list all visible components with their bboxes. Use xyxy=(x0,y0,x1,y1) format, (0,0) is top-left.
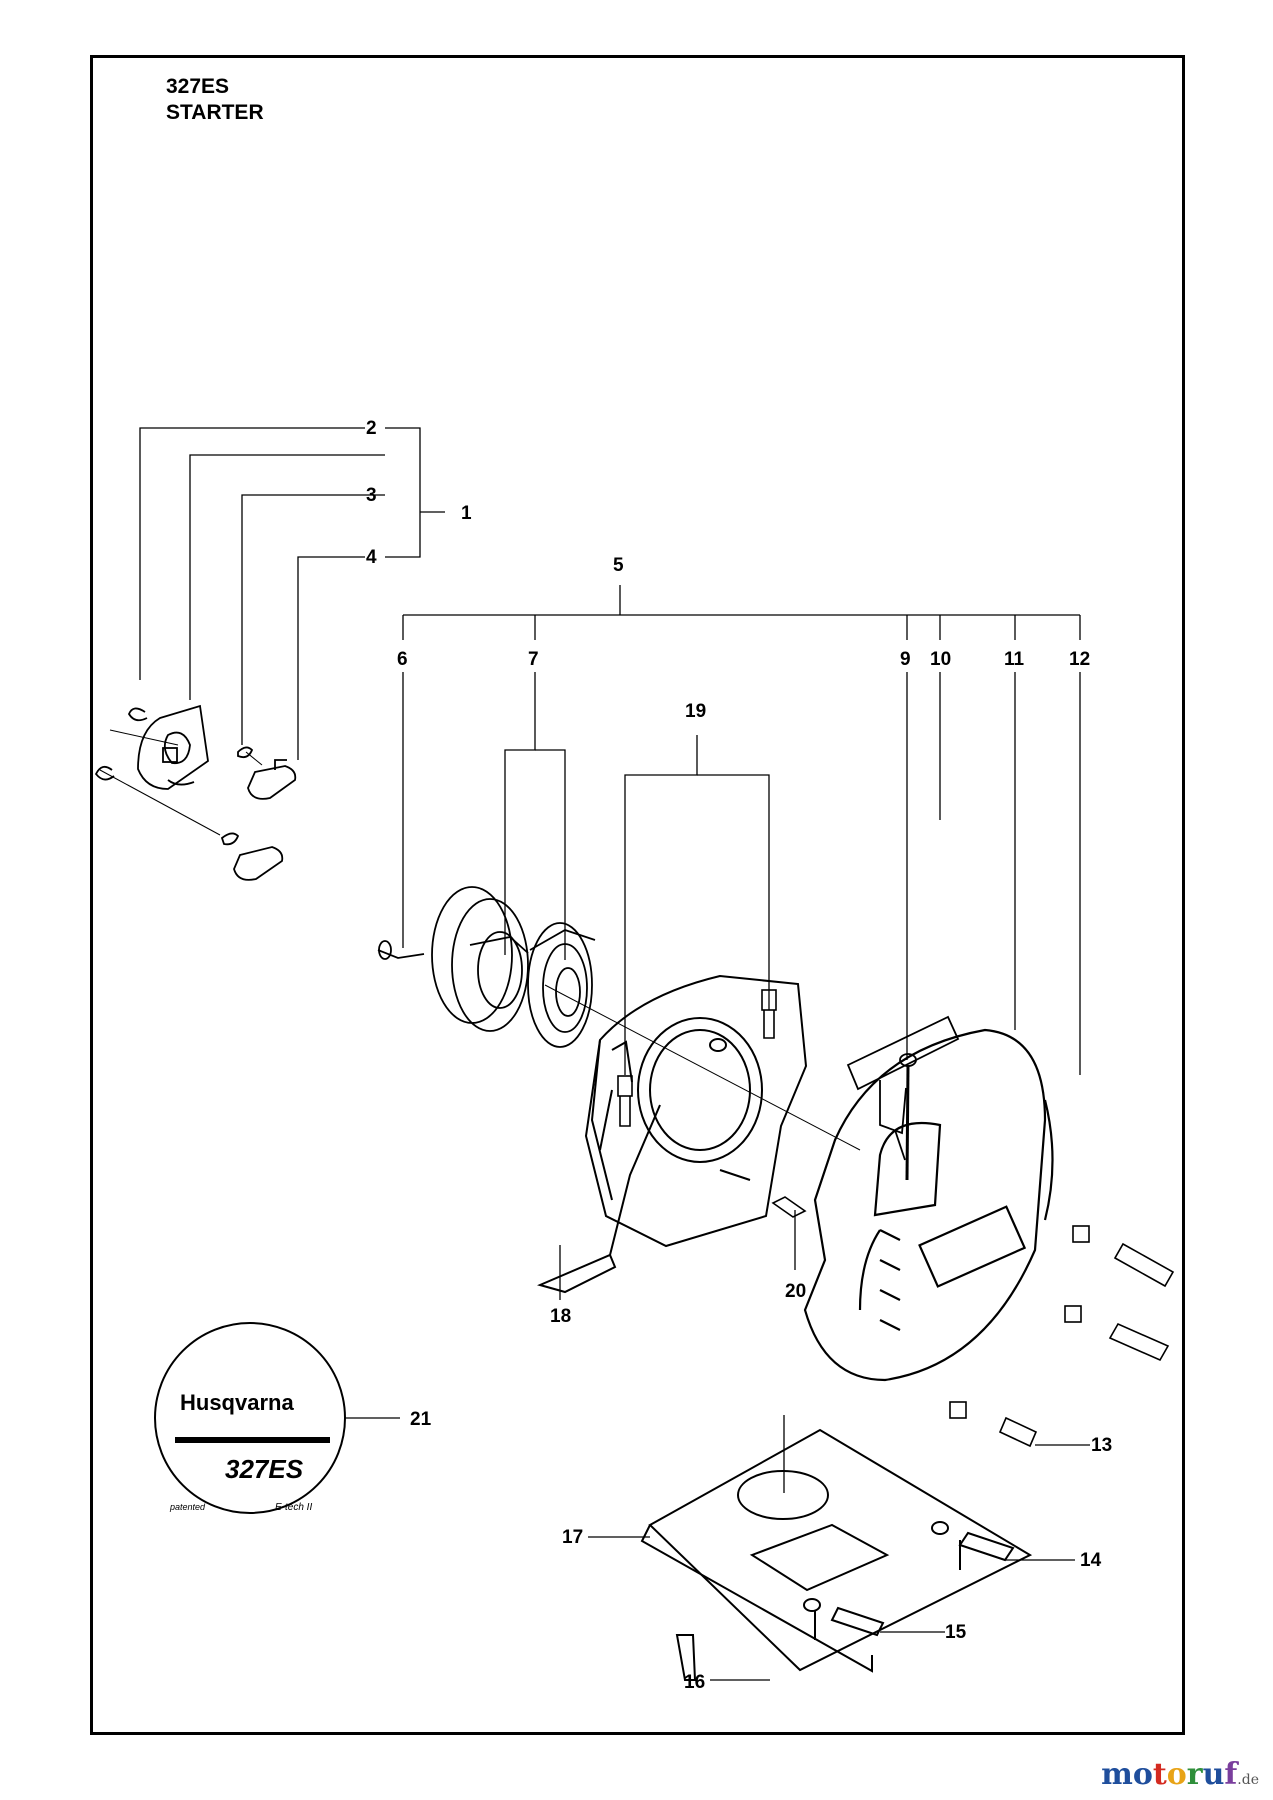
callout-18: 18 xyxy=(550,1306,571,1327)
callout-14: 14 xyxy=(1080,1550,1102,1571)
callout-15: 15 xyxy=(945,1622,967,1643)
decal-model: 327ES xyxy=(225,1454,304,1484)
decal-right-note: E-tech II xyxy=(275,1502,312,1513)
callout-11: 11 xyxy=(1004,649,1025,670)
callout-6: 6 xyxy=(397,649,408,670)
watermark-name: motoruf xyxy=(1101,1757,1238,1792)
callout-5: 5 xyxy=(613,555,624,576)
decal-outline xyxy=(154,1322,346,1514)
callout-10: 10 xyxy=(930,649,951,670)
callout-12: 12 xyxy=(1069,649,1090,670)
callout-13: 13 xyxy=(1091,1435,1112,1456)
callout-20: 20 xyxy=(785,1281,806,1302)
decal-brand: Husqvarna xyxy=(180,1390,294,1415)
callout-2: 2 xyxy=(366,418,377,439)
watermark: motoruf.de xyxy=(1101,1757,1259,1792)
diagram-frame xyxy=(90,55,1185,1735)
decal-left-note: patented xyxy=(169,1502,206,1512)
callout-3: 3 xyxy=(366,485,377,506)
section-title: STARTER xyxy=(166,101,264,124)
callout-19: 19 xyxy=(685,701,706,722)
callout-21: 21 xyxy=(410,1409,432,1430)
callout-4: 4 xyxy=(366,547,377,568)
watermark-tld: .de xyxy=(1237,1772,1259,1788)
callout-17: 17 xyxy=(562,1527,583,1548)
callout-1: 1 xyxy=(461,503,472,524)
model-title: 327ES xyxy=(166,75,230,98)
callout-9: 9 xyxy=(900,649,911,670)
callout-7: 7 xyxy=(528,649,539,670)
callout-16: 16 xyxy=(684,1672,705,1693)
